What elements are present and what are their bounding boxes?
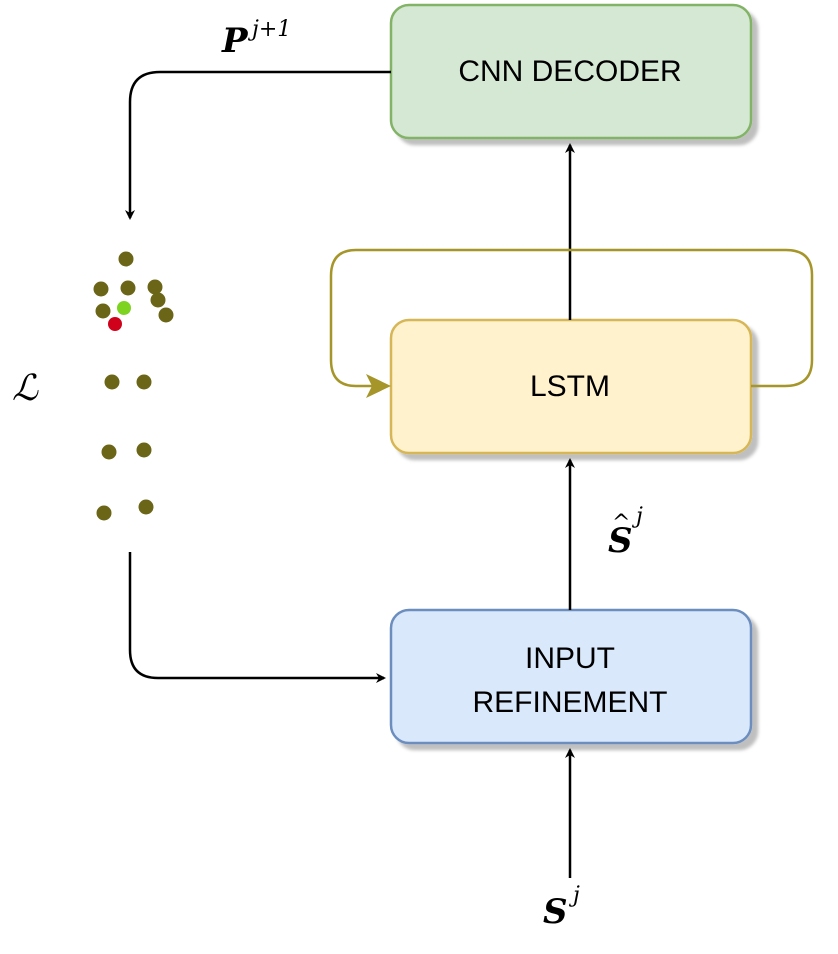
loss-symbol-label: ℒ bbox=[12, 368, 39, 409]
skeleton-joint bbox=[136, 442, 152, 458]
skeleton-joint bbox=[136, 374, 152, 390]
arrow-skeleton-to-refinement bbox=[128, 552, 386, 683]
skeleton-icon bbox=[93, 251, 174, 521]
lstm-label: LSTM bbox=[530, 370, 610, 403]
lstm-block: LSTM bbox=[389, 318, 753, 455]
p-next-label: P j+1 bbox=[221, 17, 291, 61]
s-hat-accent: ^ bbox=[612, 511, 630, 536]
skeleton-joint-highlight-red bbox=[108, 317, 122, 331]
skeleton-joint bbox=[96, 505, 112, 521]
input-refinement-label-line1: INPUT bbox=[525, 642, 615, 675]
skeleton-joint bbox=[101, 444, 117, 460]
s-hat-main: S bbox=[608, 521, 633, 561]
cnn-decoder-block: CNN DECODER bbox=[389, 3, 753, 140]
skeleton-joint bbox=[147, 279, 163, 295]
arrows bbox=[125, 70, 575, 878]
arrow-decoder-to-skeleton bbox=[125, 70, 391, 220]
skeleton-joint bbox=[120, 280, 136, 296]
skeleton-joint bbox=[93, 281, 109, 297]
s-input-sup: j bbox=[568, 883, 580, 908]
skeleton-joint-highlight-green bbox=[117, 301, 131, 315]
p-next-sup: j+1 bbox=[247, 17, 291, 42]
input-refinement-label-line2: REFINEMENT bbox=[473, 686, 668, 719]
s-hat-sup: j bbox=[631, 504, 643, 529]
skeleton-joint bbox=[118, 251, 134, 267]
s-input-label: S j bbox=[543, 883, 580, 932]
loop-arrowhead bbox=[366, 374, 391, 398]
lstm-recurrent-loop bbox=[329, 248, 814, 398]
cnn-decoder-label: CNN DECODER bbox=[458, 55, 681, 88]
skeleton-joint bbox=[104, 374, 120, 390]
skeleton-joint bbox=[95, 303, 111, 319]
p-next-main: P bbox=[221, 21, 249, 61]
s-input-main: S bbox=[543, 892, 568, 932]
skeleton-joint bbox=[150, 292, 166, 308]
s-hat-label: ^ S j bbox=[608, 504, 643, 561]
loop-path bbox=[329, 248, 814, 388]
skeleton-joint bbox=[138, 499, 154, 515]
input-refinement-box bbox=[389, 608, 753, 745]
input-refinement-block: INPUT REFINEMENT bbox=[389, 608, 753, 745]
skeleton-joint bbox=[158, 307, 174, 323]
